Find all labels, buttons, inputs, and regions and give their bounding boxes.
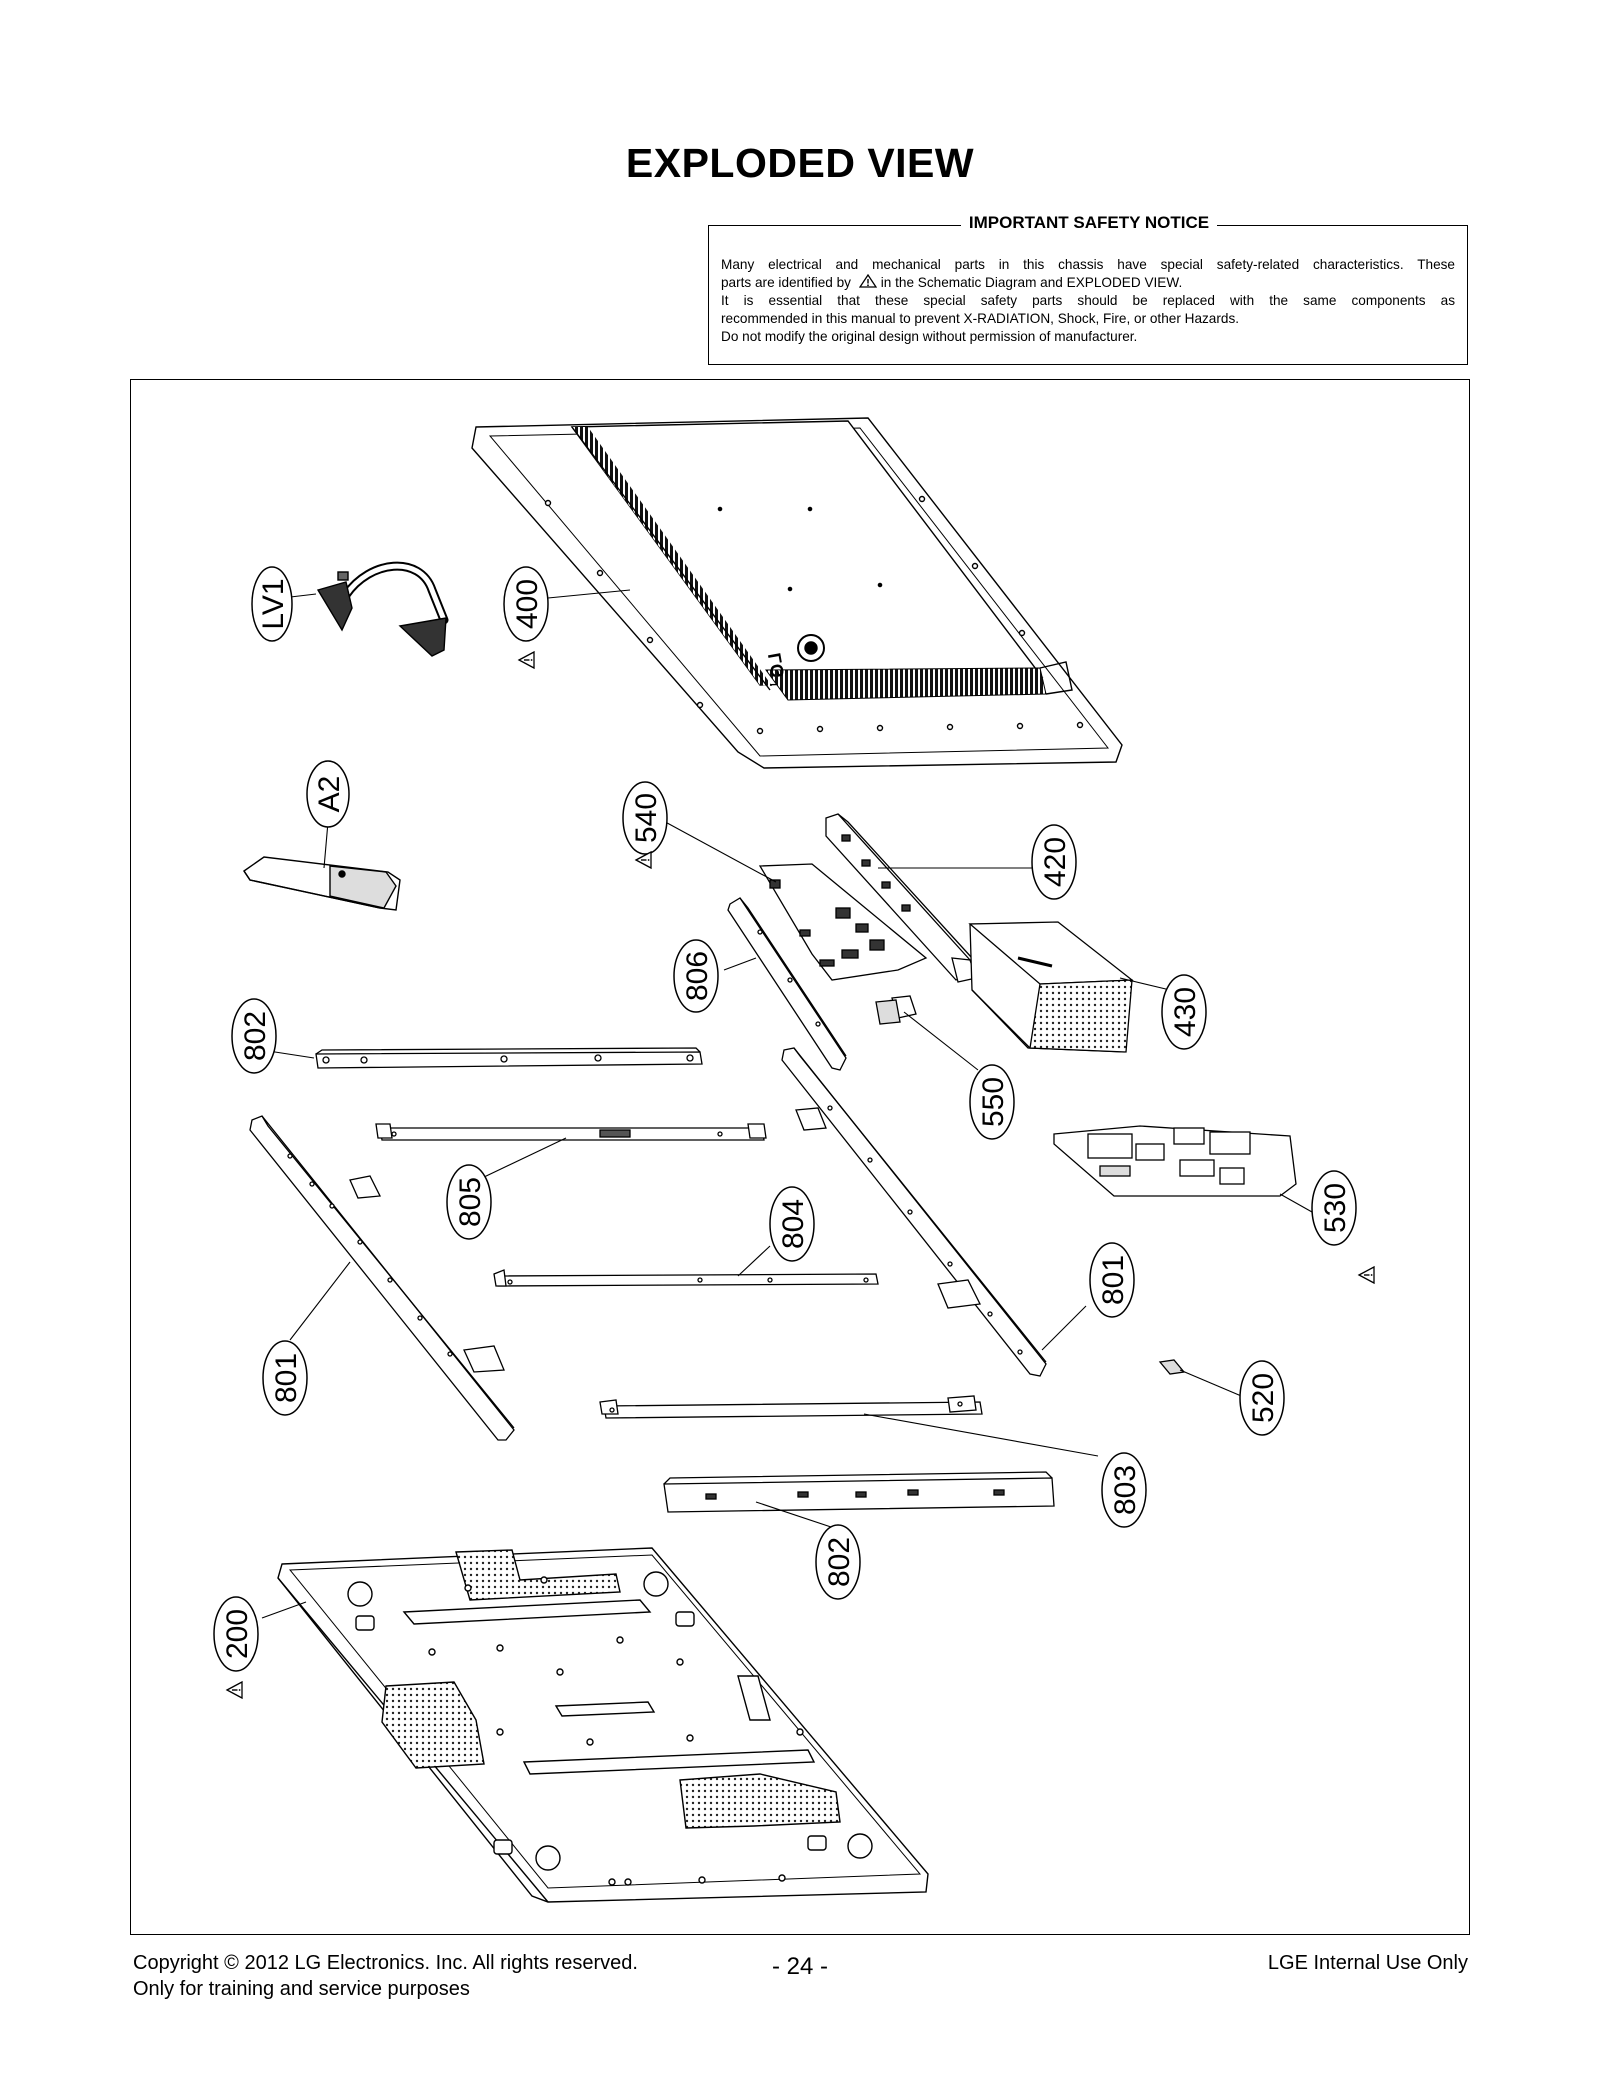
center-rail-part bbox=[493, 1269, 879, 1287]
callout-lv1: LV1 bbox=[257, 578, 290, 629]
safety-line-2-start: parts are identified by bbox=[721, 275, 851, 290]
shield-box-part bbox=[968, 921, 1134, 1053]
safety-line-2-end: in the Schematic Diagram and EXPLODED VI… bbox=[880, 275, 1183, 290]
callout-530: 530 bbox=[1319, 1183, 1352, 1233]
safety-line-1: Many electrical and mechanical parts in … bbox=[721, 257, 1455, 272]
mid-rail-part bbox=[375, 1123, 767, 1141]
safety-mark-200-icon bbox=[226, 1681, 243, 1699]
safety-notice-box: IMPORTANT SAFETY NOTICE Many electrical … bbox=[708, 213, 1468, 365]
callout-801-right: 801 bbox=[1097, 1255, 1130, 1305]
safety-mark-400-icon bbox=[518, 651, 535, 669]
terminal-bracket-part bbox=[825, 813, 977, 983]
safety-line-3: It is essential that these special safet… bbox=[721, 293, 1455, 308]
top-rail-part bbox=[315, 1047, 703, 1069]
safety-notice-body: Many electrical and mechanical parts in … bbox=[721, 256, 1455, 346]
safety-notice-title: IMPORTANT SAFETY NOTICE bbox=[960, 213, 1218, 232]
right-rail-part bbox=[781, 1047, 1047, 1377]
leader-lines bbox=[261, 589, 1313, 1619]
left-rail-part bbox=[249, 1115, 515, 1441]
switch-part bbox=[1158, 1359, 1186, 1375]
callout-a2: A2 bbox=[313, 776, 346, 813]
callout-540: 540 bbox=[630, 793, 663, 843]
page-title: EXPLODED VIEW bbox=[625, 140, 975, 186]
callout-420: 420 bbox=[1039, 837, 1072, 887]
rear-cover-part: LG bbox=[471, 417, 1123, 769]
exploded-view-frame bbox=[130, 379, 1470, 1935]
bottom-rail-part bbox=[663, 1471, 1055, 1513]
power-board-part bbox=[1053, 1125, 1297, 1197]
callout-802-bottom: 802 bbox=[823, 1537, 856, 1587]
callout-802-top: 802 bbox=[239, 1011, 272, 1061]
callout-801-left: 801 bbox=[270, 1353, 303, 1403]
callout-200: 200 bbox=[221, 1609, 254, 1659]
callout-805: 805 bbox=[454, 1177, 487, 1227]
footer-internal-use: LGE Internal Use Only bbox=[1267, 1952, 1468, 1974]
rear-cover-logo: LG bbox=[764, 651, 788, 679]
safety-line-5: Do not modify the original design withou… bbox=[721, 329, 1138, 344]
lvds-cable-part bbox=[316, 561, 449, 657]
safety-mark-530-icon bbox=[1358, 1266, 1375, 1284]
callout-803: 803 bbox=[1109, 1465, 1142, 1515]
footer-purpose: Only for training and service purposes bbox=[133, 1978, 470, 2000]
main-board-part bbox=[758, 863, 928, 981]
callout-806: 806 bbox=[681, 951, 714, 1001]
remote-control-part bbox=[243, 856, 401, 911]
callout-430: 430 bbox=[1169, 987, 1202, 1037]
footer-copyright: Copyright © 2012 LG Electronics. Inc. Al… bbox=[133, 1952, 638, 1974]
callout-550: 550 bbox=[977, 1077, 1010, 1127]
callout-804: 804 bbox=[777, 1199, 810, 1249]
main-chassis-part bbox=[277, 1547, 929, 1903]
callout-400: 400 bbox=[511, 579, 544, 629]
warning-triangle-icon bbox=[858, 273, 877, 288]
ir-sensor-part bbox=[875, 995, 917, 1025]
callout-520: 520 bbox=[1247, 1373, 1280, 1423]
board-bracket-part bbox=[727, 897, 847, 1071]
safety-line-4: recommended in this manual to prevent X-… bbox=[721, 311, 1240, 326]
lower-rail-part bbox=[599, 1395, 983, 1419]
footer-page-number: - 24 - bbox=[771, 1953, 828, 1980]
